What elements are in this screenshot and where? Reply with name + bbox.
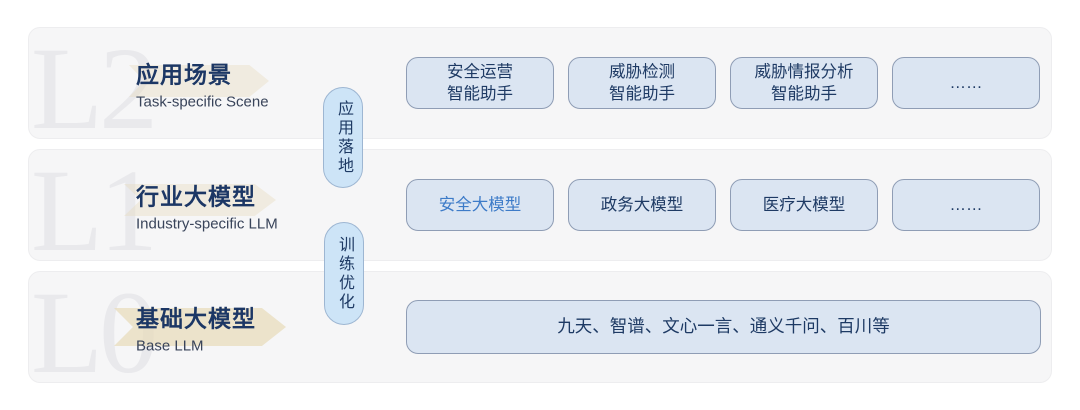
scene-box-threat-detection-assistant: 威胁检测 智能助手 (568, 57, 716, 109)
title-arrow-banner (114, 308, 286, 346)
industry-box-security-llm: 安全大模型 (406, 179, 554, 231)
title-arrow-banner (124, 184, 276, 216)
layer-title-block: 基础大模型 Base LLM (136, 300, 256, 355)
industry-box-ellipsis: …… (892, 179, 1040, 231)
layer-title: 基础大模型 (136, 305, 256, 332)
base-llm-box: 九天、智谱、文心一言、通义千问、百川等 (406, 300, 1041, 354)
layer-subtitle: Industry-specific LLM (136, 215, 278, 233)
layer-boxes: 安全大模型 政务大模型 医疗大模型 …… (406, 179, 1040, 231)
layer-row-l1: L1 行业大模型 Industry-specific LLM 安全大模型 政务大… (28, 149, 1052, 261)
title-arrow-banner (129, 65, 269, 97)
scene-box-ellipsis: …… (892, 57, 1040, 109)
connector-pill-application-landing: 应用落地 (323, 87, 363, 188)
layer-subtitle: Base LLM (136, 337, 204, 355)
layer-boxes: 九天、智谱、文心一言、通义千问、百川等 (406, 300, 1041, 354)
scene-box-threat-intel-assistant: 威胁情报分析 智能助手 (730, 57, 878, 109)
layer-subtitle: Task-specific Scene (136, 93, 269, 111)
layer-boxes: 安全运营 智能助手 威胁检测 智能助手 威胁情报分析 智能助手 …… (406, 57, 1040, 109)
layer-title: 应用场景 (136, 61, 232, 88)
layer-title: 行业大模型 (136, 183, 256, 210)
scene-box-security-ops-assistant: 安全运营 智能助手 (406, 57, 554, 109)
connector-pill-training-optimization: 训练优化 (324, 222, 364, 325)
watermark-l1: L1 (31, 149, 158, 261)
layer-row-l0: L0 基础大模型 Base LLM 九天、智谱、文心一言、通义千问、百川等 (28, 271, 1052, 383)
layer-title-block: 行业大模型 Industry-specific LLM (136, 178, 278, 233)
layer-row-l2: L2 应用场景 Task-specific Scene 安全运营 智能助手 威胁… (28, 27, 1052, 139)
industry-box-government-llm: 政务大模型 (568, 179, 716, 231)
watermark-l2: L2 (31, 27, 158, 139)
industry-box-medical-llm: 医疗大模型 (730, 179, 878, 231)
layer-title-block: 应用场景 Task-specific Scene (136, 56, 269, 111)
